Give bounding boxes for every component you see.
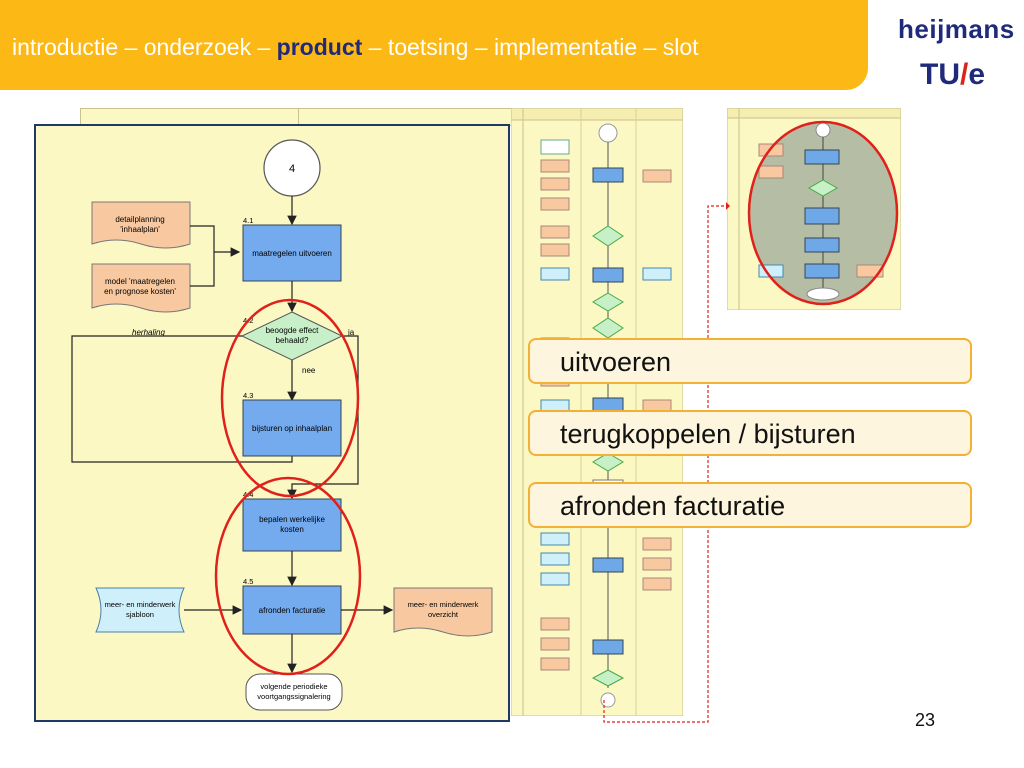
step-box-uitvoeren: uitvoeren <box>528 338 972 384</box>
step-4-1-label: maatregelen uitvoeren <box>252 249 332 258</box>
decision-4-2-line2: behaald? <box>276 336 309 345</box>
decision-4-2-line1: beoogde effect <box>266 326 320 335</box>
tue-logo: TU/e <box>920 58 985 92</box>
doc-model-line1: model 'maatregelen <box>105 277 175 286</box>
heijmans-logo: heijmans <box>898 14 1015 44</box>
breadcrumb-current: product <box>276 34 363 60</box>
step-4-4-line1: bepalen werkelijke <box>259 515 325 524</box>
step-4-5-label: afronden facturatie <box>259 606 326 615</box>
step-4-4-line2: kosten <box>280 525 304 534</box>
breadcrumb-after: – toetsing – implementatie – slot <box>362 34 699 60</box>
step-4-5-number: 4.5 <box>243 577 253 586</box>
tue-logo-tu: TU <box>920 58 960 91</box>
dashed-connector <box>603 202 730 723</box>
doc-model <box>91 263 191 313</box>
detail-highlight-ellipse <box>747 120 899 306</box>
loop-label: herhaling <box>132 328 165 337</box>
doc-detailplanning-line2: 'inhaalplan' <box>120 225 160 234</box>
detail-flowchart-thumbnail <box>727 108 901 310</box>
doc-detailplanning-line1: detailplanning <box>115 215 164 224</box>
doc-overzicht-line1: meer- en minderwerk <box>408 600 479 609</box>
doc-detailplanning <box>91 201 191 249</box>
doc-overzicht <box>393 587 493 637</box>
doc-overzicht-line2: overzicht <box>428 610 459 619</box>
doc-model-line2: en prognose kosten' <box>104 287 176 296</box>
spacer <box>218 296 230 308</box>
breadcrumb: introductie – onderzoek – product – toet… <box>12 34 699 61</box>
start-node-label: 4 <box>289 163 295 175</box>
breadcrumb-before: introductie – onderzoek – <box>12 34 277 60</box>
end-node-line2: voortgangssignalering <box>257 692 330 701</box>
yes-label: ja <box>347 328 355 337</box>
logo: heijmans TU/e <box>898 14 1014 94</box>
step-box-terugkoppelen: terugkoppelen / bijsturen <box>528 410 972 456</box>
step-4-3-label: bijsturen op inhaalplan <box>252 424 332 433</box>
doc-sjabloon-line1: meer- en minderwerk <box>105 600 176 609</box>
highlight-ellipse-feedback <box>220 298 360 498</box>
step-4-1-number: 4.1 <box>243 216 253 225</box>
step-4-3-number: 4.3 <box>243 391 253 400</box>
page-number: 23 <box>915 710 936 730</box>
step-4-3-box <box>242 399 342 457</box>
step-box-afronden: afronden facturatie <box>528 482 972 528</box>
header-bar: introductie – onderzoek – product – toet… <box>0 0 868 90</box>
doc-sjabloon-line2: sjabloon <box>126 610 154 619</box>
main-flowchart: 4 detailplanning 'inhaalplan' model 'maa… <box>34 124 510 722</box>
doc-sjabloon <box>95 587 185 633</box>
highlight-ellipse-finishing <box>214 476 362 676</box>
end-node-line1: volgende periodieke <box>260 682 327 691</box>
no-label: nee <box>302 366 316 375</box>
tue-logo-e: e <box>968 58 986 91</box>
tue-logo-slash: / <box>960 58 969 91</box>
